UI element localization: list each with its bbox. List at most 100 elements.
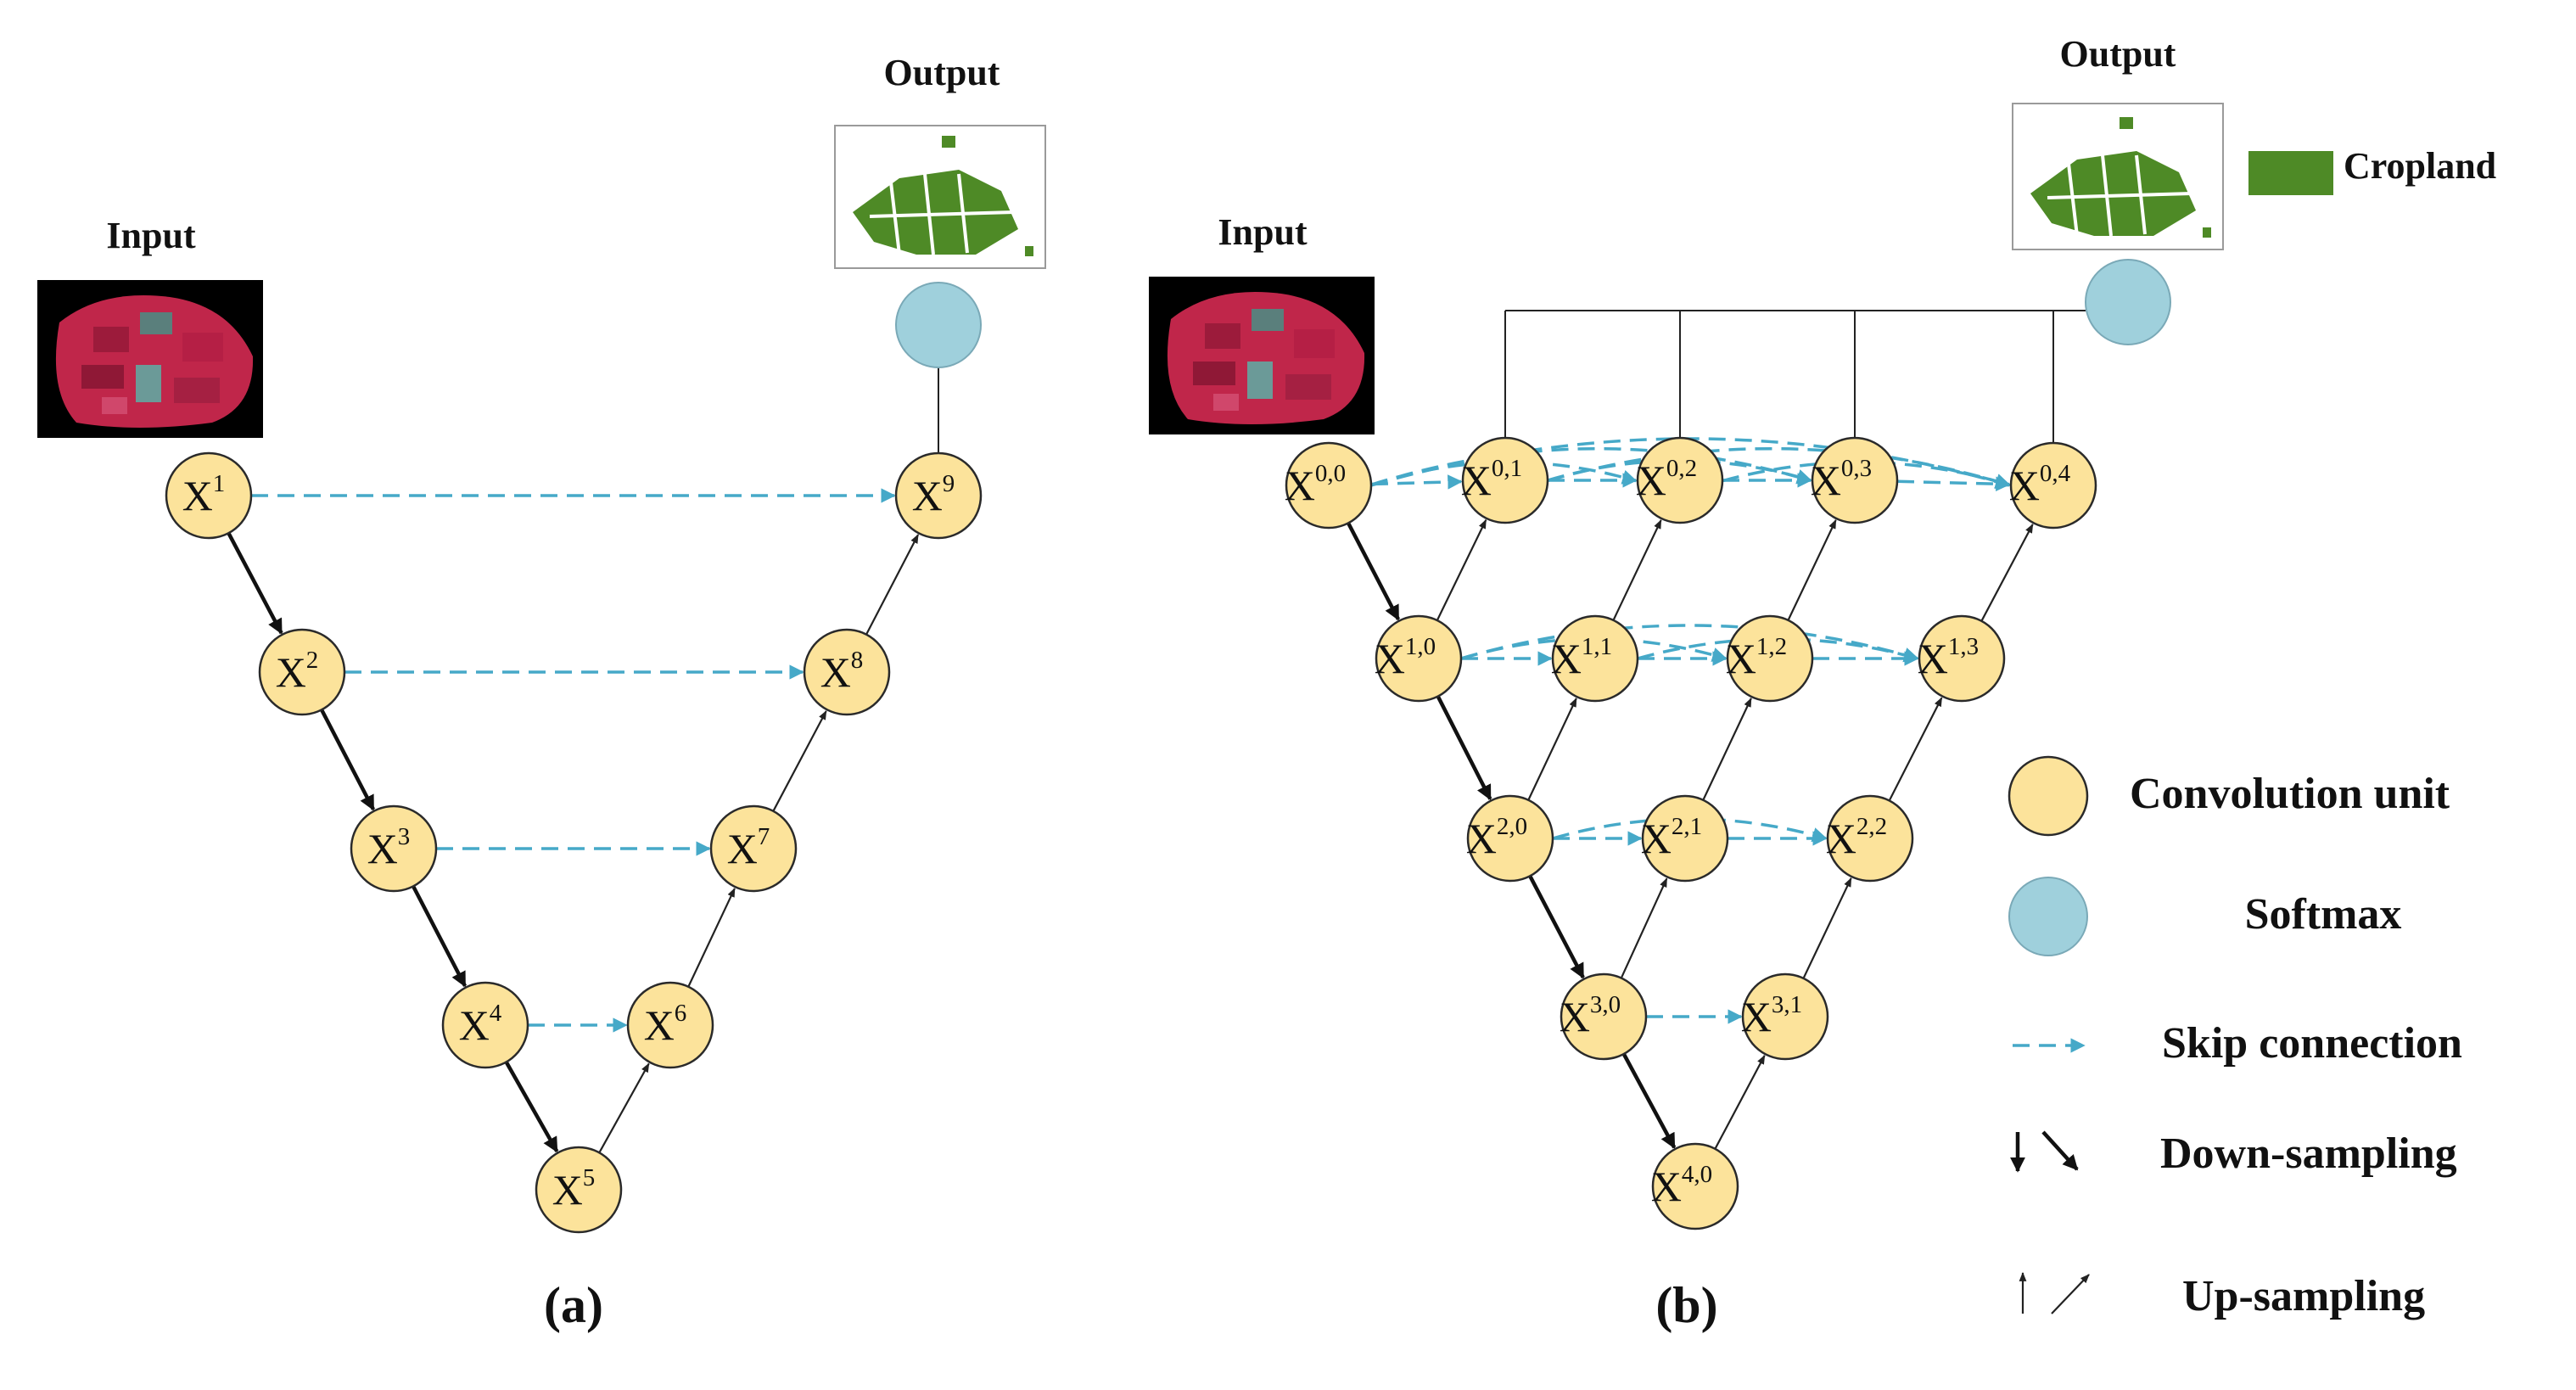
up-sampling-arrow	[1527, 698, 1577, 801]
down-sampling-arrow	[1347, 522, 1401, 621]
convolution-unit	[2009, 441, 2097, 530]
panel-a-node-x6: X6	[626, 981, 714, 1069]
up-sampling-arrow	[1980, 523, 2034, 622]
convolution-unit	[1461, 436, 1549, 524]
panel-a-node-x5: X5	[535, 1146, 623, 1234]
panel-b-input-image	[1149, 277, 1375, 434]
down-sampling-arrow	[1436, 695, 1492, 801]
panel-a-output-label: Output	[884, 52, 1000, 93]
panel-b-node-x12: X1,2	[1726, 614, 1814, 703]
panel-b-caption: (b)	[1655, 1277, 1717, 1333]
dense-skip-arc	[1460, 624, 1919, 663]
down-sampling-arrow	[1621, 1052, 1677, 1149]
convolution-unit	[165, 451, 253, 540]
up-sampling-arrow	[1787, 518, 1837, 621]
convolution-unit	[709, 804, 798, 893]
panel-a-connections	[227, 367, 939, 1153]
convolution-unit	[1741, 972, 1829, 1061]
dense-skip-arc	[1547, 446, 2011, 489]
panel-b-node-x40: X4,0	[1651, 1142, 1739, 1230]
panel-b-connections	[1347, 310, 2086, 1150]
legend-down-label: Down-sampling	[2160, 1129, 2457, 1178]
legend-up-icon	[2019, 1271, 2090, 1314]
panel-a-node-x3: X3	[350, 804, 438, 893]
panel-a-input-label: Input	[106, 215, 196, 256]
up-sampling-arrow	[598, 1062, 650, 1153]
skip-connection-arrow	[1370, 474, 1463, 490]
panel-b: Input Output Cropland X0,0 X0,1 X0,2 X0,3 X0…	[1149, 33, 2496, 1333]
cropland-legend: Cropland	[2248, 145, 2496, 195]
up-sampling-arrow	[1436, 518, 1487, 621]
convolution-unit	[1285, 441, 1373, 530]
up-sampling-arrow	[1802, 877, 1852, 979]
convolution-unit	[1918, 614, 2006, 703]
legend: Convolution unit Softmax Skip connection…	[2008, 755, 2462, 1320]
down-sampling-arrow	[1528, 875, 1585, 979]
panel-b-node-x04: X0,4	[2009, 441, 2097, 530]
up-sampling-arrow	[1888, 697, 1943, 801]
convolution-unit	[626, 981, 714, 1069]
convolution-unit	[1726, 614, 1814, 703]
panel-b-node-x21: X2,1	[1641, 794, 1729, 883]
panel-b-softmax	[2085, 259, 2171, 345]
legend-down-icon	[2010, 1130, 2079, 1173]
panel-b-node-x03: X0,3	[1811, 436, 1899, 524]
legend-skip-label: Skip connection	[2162, 1019, 2462, 1068]
up-sampling-arrow	[865, 534, 920, 636]
panel-b-output-label: Output	[2060, 33, 2176, 75]
node-label: X3	[367, 823, 411, 872]
panel-b-output-image	[2012, 103, 2224, 250]
up-sampling-arrow	[772, 709, 827, 812]
node-label: X5	[552, 1164, 596, 1213]
panel-a-node-x8: X8	[803, 628, 891, 716]
node-label: X7	[727, 823, 770, 872]
panel-b-node-x10: X1,0	[1375, 614, 1463, 703]
convolution-unit	[1560, 972, 1648, 1061]
down-sampling-arrow	[504, 1061, 559, 1153]
panel-b-node-x22: X2,2	[1826, 794, 1914, 883]
convolution-unit	[1551, 614, 1639, 703]
convolution-unit	[1826, 794, 1914, 883]
panel-a-caption: (a)	[544, 1277, 603, 1333]
legend-convolution-icon	[2008, 755, 2089, 837]
panel-b-node-x02: X0,2	[1636, 436, 1724, 524]
cropland-label: Cropland	[2344, 145, 2496, 187]
down-sampling-arrow	[227, 532, 283, 635]
panel-b-node-x11: X1,1	[1551, 614, 1639, 703]
up-sampling-arrow	[1714, 1054, 1766, 1150]
legend-up-label: Up-sampling	[2182, 1272, 2425, 1320]
down-sampling-arrow	[412, 885, 468, 988]
convolution-unit	[1811, 436, 1899, 524]
up-sampling-arrow	[1620, 877, 1668, 978]
convolution-unit	[350, 804, 438, 893]
cropland-swatch	[2248, 151, 2333, 195]
down-sampling-arrow	[320, 709, 376, 811]
panel-a-node-x1: X1	[165, 451, 253, 540]
convolution-unit	[803, 628, 891, 716]
panel-b-node-x13: X1,3	[1918, 614, 2006, 703]
convolution-unit	[1641, 794, 1729, 883]
up-sampling-arrow	[1612, 518, 1662, 621]
node-label: X4,0	[1651, 1161, 1712, 1210]
panel-b-input-label: Input	[1218, 211, 1308, 253]
legend-softmax-label: Softmax	[2245, 890, 2402, 939]
skip-connection-arrow	[1896, 476, 2011, 492]
up-sampling-arrow	[687, 888, 736, 988]
panel-b-node-x31: X3,1	[1741, 972, 1829, 1061]
panel-a-node-x7: X7	[709, 804, 798, 893]
panel-a-node-x9: X9	[894, 451, 983, 540]
panel-a-node-x4: X4	[441, 981, 529, 1069]
convolution-unit	[441, 981, 529, 1069]
convolution-unit	[894, 451, 983, 540]
panel-a-softmax	[895, 282, 982, 368]
panel-a-output-image	[834, 125, 1046, 269]
panel-b-node-x30: X3,0	[1560, 972, 1648, 1061]
up-sampling-arrow	[1702, 698, 1752, 801]
convolution-unit	[535, 1146, 623, 1234]
panel-b-node-x00: X0,0	[1285, 441, 1373, 530]
convolution-unit	[1375, 614, 1463, 703]
panel-b-node-x01: X0,1	[1461, 436, 1549, 524]
